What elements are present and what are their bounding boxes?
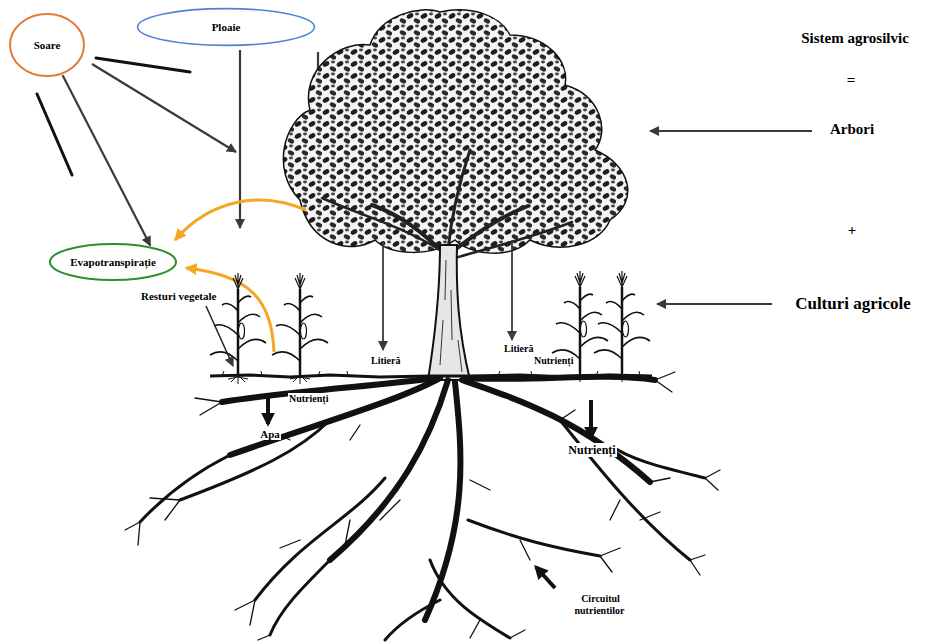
fine-root	[650, 372, 720, 490]
ellipse-outline	[50, 244, 176, 280]
component-label: Culturi agricole	[794, 294, 912, 313]
root	[430, 560, 510, 638]
branch	[455, 222, 572, 258]
fine-root	[510, 548, 705, 638]
root	[610, 445, 705, 478]
corn-plant	[594, 271, 650, 382]
branch	[448, 150, 470, 250]
root	[180, 420, 330, 500]
litter-label-box: Litieră	[370, 355, 401, 367]
water-label-box: Apa	[259, 428, 281, 441]
component-label-box: Culturi agricole	[794, 294, 912, 314]
tree-roots	[125, 372, 720, 640]
equals-sign-box: =	[846, 72, 857, 89]
tree-branches	[322, 150, 572, 258]
nutrient-label: Nutrienți	[533, 355, 574, 366]
trunk-bark	[440, 260, 462, 372]
litter-label-box: Litieră	[503, 343, 534, 355]
fine-root	[235, 520, 350, 640]
litter-arrows	[383, 240, 512, 350]
equals-sign: =	[846, 72, 857, 88]
root	[255, 478, 385, 600]
system-title-box: Sistem agrosilvic	[800, 30, 910, 47]
ellipse-outline	[10, 14, 84, 76]
fine-root	[275, 425, 490, 638]
component-label: Arbori	[829, 121, 875, 137]
cycle-label-box: Circuitul nutrientilor	[562, 593, 638, 616]
litter-arrow	[511, 240, 513, 340]
pointer-arrow	[657, 303, 772, 305]
node-text-wrap: Evapotranspirație	[48, 242, 178, 282]
water-arrow	[266, 398, 270, 424]
root	[462, 380, 650, 482]
ellipse-outline	[138, 9, 315, 46]
nutrient-arrow	[589, 400, 593, 438]
sun-rays	[37, 58, 190, 175]
tree-canopy	[283, 10, 627, 253]
branch	[322, 198, 440, 250]
corn-plant	[272, 273, 328, 384]
pointer-arrow	[650, 130, 812, 132]
radiation-arrow	[63, 75, 151, 245]
node-text-wrap: Ploaie	[136, 7, 316, 47]
residue-arrow	[206, 306, 233, 366]
node-label: Ploaie	[212, 21, 241, 34]
fine-root	[380, 410, 660, 560]
root	[468, 520, 600, 556]
residue-label: Resturi vegetale	[140, 290, 217, 302]
rain-ellipse: Ploaie	[136, 7, 316, 47]
label-pointers	[650, 131, 812, 304]
root	[385, 600, 440, 640]
litter-arrow	[382, 242, 384, 350]
root	[270, 560, 330, 635]
cycle-label: Circuitul nutrientilor	[575, 593, 626, 616]
component-label-box: Arbori	[829, 121, 875, 138]
plus-sign-box: +	[847, 222, 858, 239]
corn-plant	[210, 273, 266, 384]
nutrient-label-box: Nutrienți	[567, 444, 616, 458]
nutrient-label: Nutrienți	[288, 393, 329, 404]
sun-arrow	[92, 64, 236, 152]
node-text-wrap: Soare	[8, 12, 86, 78]
branch	[452, 206, 528, 252]
nutrient-cycle-arrow	[536, 567, 555, 588]
nutrient-label-box: Nutrienți	[533, 355, 574, 367]
residue-label-box: Resturi vegetale	[140, 290, 217, 303]
tree-trunk	[428, 245, 470, 380]
water-label: Apa	[259, 428, 281, 440]
litter-label: Litieră	[370, 355, 401, 366]
plus-sign: +	[847, 222, 858, 238]
sun-ray	[96, 58, 190, 72]
nutrient-label-box: Nutrienți	[288, 393, 329, 405]
root	[140, 455, 230, 522]
evapotranspiration-arrow	[175, 200, 306, 240]
sun-circle: Soare	[8, 12, 86, 78]
sun-ray	[37, 94, 72, 175]
nutrient-label: Nutrienți	[567, 443, 616, 457]
system-title: Sistem agrosilvic	[800, 30, 910, 46]
evapotranspiration-ellipse: Evapotranspirație	[48, 242, 178, 282]
fine-root	[125, 398, 222, 545]
node-label: Evapotranspirație	[70, 256, 156, 269]
flow-arrows	[268, 398, 591, 588]
node-label: Soare	[34, 39, 61, 52]
root	[560, 420, 690, 560]
litter-label: Litieră	[503, 343, 534, 354]
